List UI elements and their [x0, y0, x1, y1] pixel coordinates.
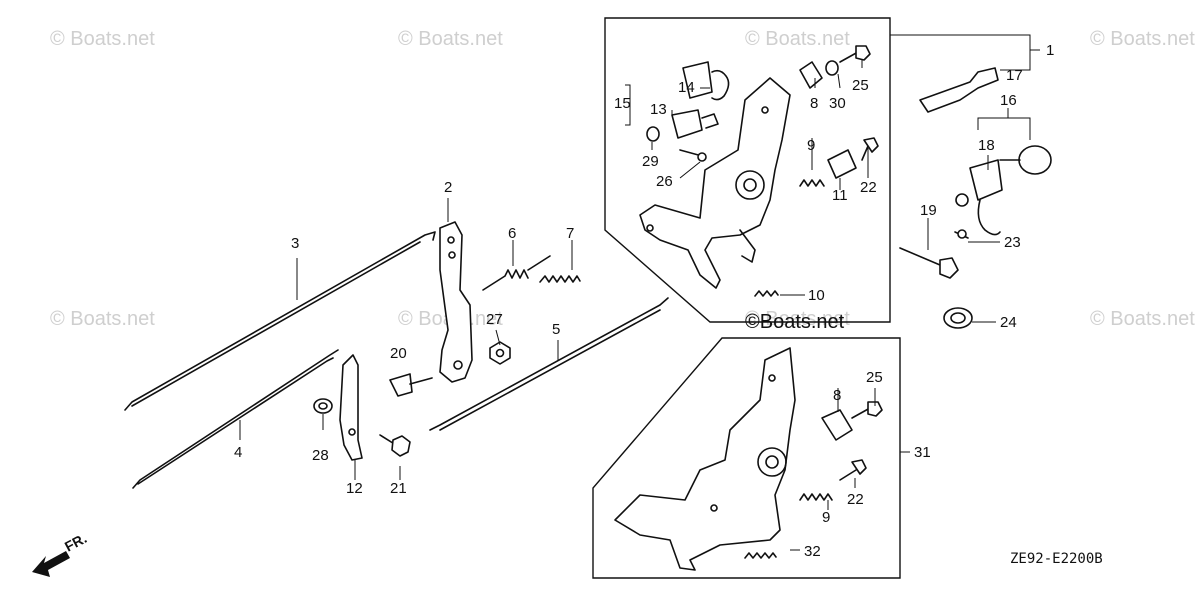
- rod-3: [124, 231, 436, 411]
- washer-29: [646, 126, 660, 142]
- bracket-8-upper: [799, 61, 823, 89]
- callout-30: 30: [829, 95, 846, 112]
- watermark-layer: © Boats.net © Boats.net © Boats.net © Bo…: [50, 28, 1195, 330]
- callout-8-lower: 8: [833, 387, 841, 404]
- callout-21: 21: [390, 480, 407, 497]
- callout-9-upper: 9: [807, 137, 815, 154]
- callout-18: 18: [978, 137, 995, 154]
- callout-24: 24: [1000, 314, 1017, 331]
- lever-12: [339, 354, 363, 461]
- spring-9-upper: [799, 179, 825, 187]
- lower-assembly-frame: [592, 337, 901, 579]
- callout-14: 14: [678, 79, 695, 96]
- callout-5: 5: [552, 321, 560, 338]
- callout-22-lower: 22: [847, 491, 864, 508]
- upper-assembly-frame: [604, 17, 891, 323]
- watermark: © Boats.net: [50, 28, 155, 50]
- watermark: © Boats.net: [745, 308, 850, 330]
- spring-9-lower: [799, 493, 833, 501]
- spring-6: [482, 255, 551, 291]
- upper-bracket: [639, 77, 791, 289]
- bolt-25-lower: [851, 401, 883, 419]
- callout-16: 16: [1000, 92, 1017, 109]
- callout-25-lower: 25: [866, 369, 883, 386]
- nut-27: [489, 341, 511, 365]
- lower-bracket: [614, 347, 796, 571]
- bolt-25-upper: [839, 45, 871, 63]
- callout-27: 27: [486, 311, 503, 328]
- callout-29: 29: [642, 153, 659, 170]
- collar-11: [827, 149, 857, 179]
- callout-2: 2: [444, 179, 452, 196]
- washer-30: [825, 60, 839, 76]
- callout-32: 32: [804, 543, 821, 560]
- callout-8-upper: 8: [810, 95, 818, 112]
- callout-4: 4: [234, 444, 242, 461]
- bolt-19: [899, 247, 959, 279]
- part-17: [919, 67, 999, 113]
- spring-32: [744, 552, 777, 559]
- bracket-8-lower: [821, 409, 853, 441]
- screw-23: [954, 229, 969, 239]
- watermark: © Boats.net: [1090, 28, 1195, 50]
- bolt-22-upper: [861, 137, 879, 161]
- screw-26: [679, 149, 707, 162]
- callout-12: 12: [346, 480, 363, 497]
- callout-25-upper: 25: [852, 77, 869, 94]
- switch-assembly-16: [955, 145, 1052, 236]
- spring-10: [754, 290, 779, 297]
- callout-19: 19: [920, 202, 937, 219]
- callout-7: 7: [566, 225, 574, 242]
- callout-17: 17: [1006, 67, 1023, 84]
- diagram-code: ZE92-E2200B: [1010, 551, 1103, 567]
- callout-6: 6: [508, 225, 516, 242]
- callout-9-lower: 9: [822, 509, 830, 526]
- rod-5: [429, 297, 669, 431]
- callout-26: 26: [656, 173, 673, 190]
- rod-4: [132, 349, 339, 489]
- front-arrow: FR.: [32, 530, 89, 577]
- callout-22-upper: 22: [860, 179, 877, 196]
- front-label: FR.: [62, 530, 89, 555]
- callout-28: 28: [312, 447, 329, 464]
- leader-lines: [239, 34, 1040, 551]
- callout-20: 20: [390, 345, 407, 362]
- washer-28: [313, 398, 333, 414]
- spring-7: [539, 275, 581, 283]
- clip-24: [943, 307, 973, 329]
- front-arrow-icon: [32, 551, 70, 577]
- part-14: [682, 61, 730, 101]
- boxed-watermark: ©Boats.net: [745, 311, 845, 333]
- part-20: [389, 373, 433, 397]
- callout-labels: 1 2 3 4 5 6 7 8 8 9 9 10 11 12 13 14 15 …: [234, 42, 1054, 560]
- watermark: © Boats.net: [398, 28, 503, 50]
- part-13: [671, 109, 719, 139]
- callout-13: 13: [650, 101, 667, 118]
- watermark: © Boats.net: [1090, 308, 1195, 330]
- callout-23: 23: [1004, 234, 1021, 251]
- callout-1: 1: [1046, 42, 1054, 59]
- callout-15: 15: [614, 95, 631, 112]
- callout-11: 11: [832, 187, 848, 204]
- callout-3: 3: [291, 235, 299, 252]
- lever-2: [439, 221, 473, 383]
- watermark: © Boats.net: [50, 308, 155, 330]
- bolt-21: [379, 434, 411, 457]
- callout-31: 31: [914, 444, 931, 461]
- watermark: © Boats.net: [745, 28, 850, 50]
- bolt-22-lower: [839, 459, 867, 481]
- callout-10: 10: [808, 287, 825, 304]
